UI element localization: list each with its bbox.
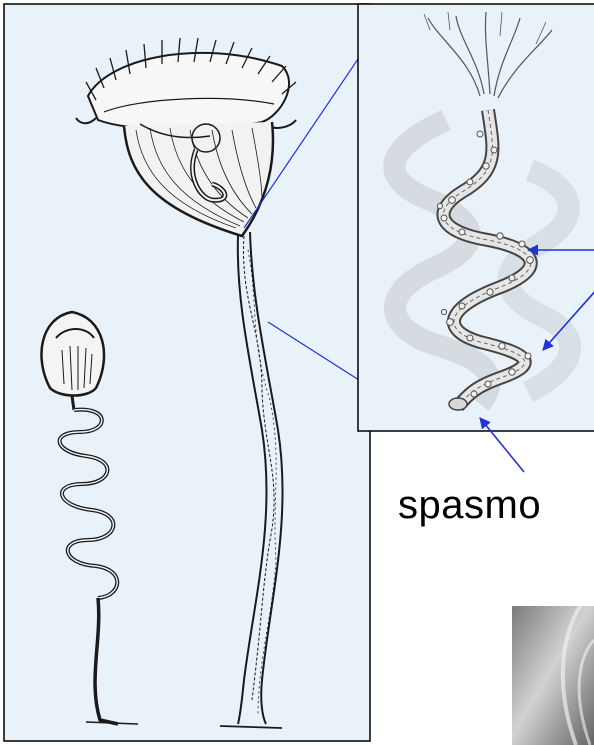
vorticella-drawing-panel xyxy=(4,4,384,741)
caption-spasmoneme-partial: spasmo xyxy=(398,483,541,528)
micrograph-photo xyxy=(512,606,594,745)
micrograph-photo-partial xyxy=(512,606,594,745)
stalk-detail-inset xyxy=(358,4,594,472)
